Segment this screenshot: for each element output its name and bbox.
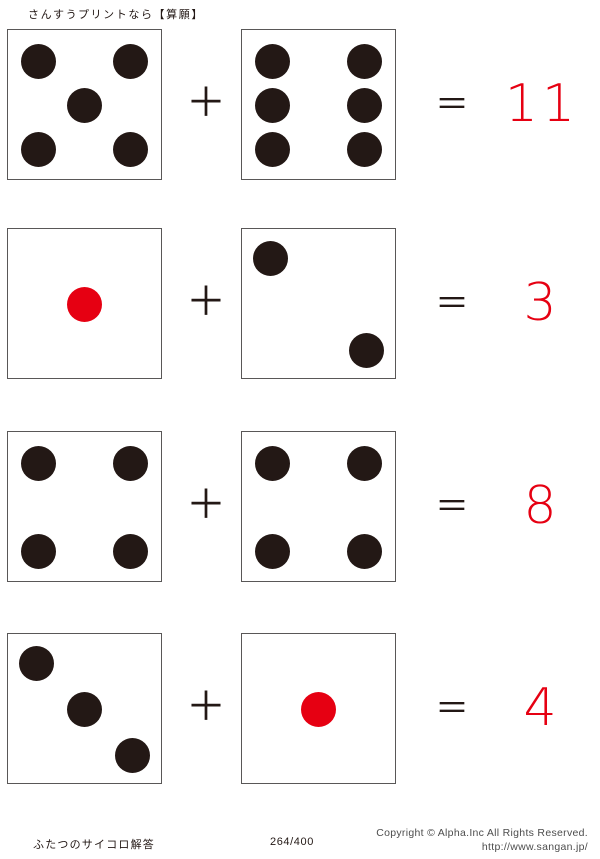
equals-sign: ＝ <box>435 86 469 124</box>
answer-value: 11 <box>504 74 580 134</box>
die-pip <box>347 534 382 569</box>
die-pip <box>19 646 54 681</box>
problem-row: ＋ ＝ 3 <box>0 228 600 388</box>
problem-row: ＋ ＝ 8 <box>0 431 600 591</box>
die-pip <box>67 287 102 322</box>
die-pip <box>255 132 290 167</box>
die-pip <box>349 333 384 368</box>
die-pip <box>301 692 336 727</box>
die-left <box>7 431 162 582</box>
die-pip <box>255 534 290 569</box>
problem-row: ＋ ＝ 11 <box>0 29 600 189</box>
die-left <box>7 228 162 379</box>
die-pip <box>255 88 290 123</box>
equals-sign: ＝ <box>435 690 469 728</box>
die-pip <box>113 534 148 569</box>
answer-value: 3 <box>523 273 561 333</box>
die-pip <box>347 44 382 79</box>
die-pip <box>21 446 56 481</box>
die-pip <box>67 692 102 727</box>
die-pip <box>113 446 148 481</box>
answer-value: 8 <box>523 476 561 536</box>
die-pip <box>113 44 148 79</box>
equals-sign: ＝ <box>435 488 469 526</box>
footer-url[interactable]: http://www.sangan.jp/ <box>481 841 588 853</box>
footer-copyright: Copyright © Alpha.Inc All Rights Reserve… <box>376 827 588 839</box>
die-pip <box>255 44 290 79</box>
footer-worksheet-name: ふたつのサイコロ解答 <box>33 839 155 851</box>
page-title: さんすうプリントなら【算願】 <box>28 9 204 21</box>
plus-sign: ＋ <box>186 483 226 527</box>
plus-sign: ＋ <box>186 685 226 729</box>
die-pip <box>347 132 382 167</box>
plus-sign: ＋ <box>186 81 226 125</box>
die-pip <box>21 44 56 79</box>
die-pip <box>115 738 150 773</box>
die-pip <box>67 88 102 123</box>
footer-page-number: 264/400 <box>270 836 314 848</box>
die-pip <box>113 132 148 167</box>
problem-row: ＋ ＝ 4 <box>0 633 600 793</box>
equals-sign: ＝ <box>435 285 469 323</box>
die-right <box>241 431 396 582</box>
answer-value: 4 <box>523 678 561 738</box>
die-left <box>7 633 162 784</box>
die-pip <box>253 241 288 276</box>
die-pip <box>347 446 382 481</box>
die-right <box>241 29 396 180</box>
plus-sign: ＋ <box>186 280 226 324</box>
die-pip <box>255 446 290 481</box>
die-left <box>7 29 162 180</box>
die-pip <box>347 88 382 123</box>
die-right <box>241 633 396 784</box>
die-pip <box>21 534 56 569</box>
die-right <box>241 228 396 379</box>
die-pip <box>21 132 56 167</box>
